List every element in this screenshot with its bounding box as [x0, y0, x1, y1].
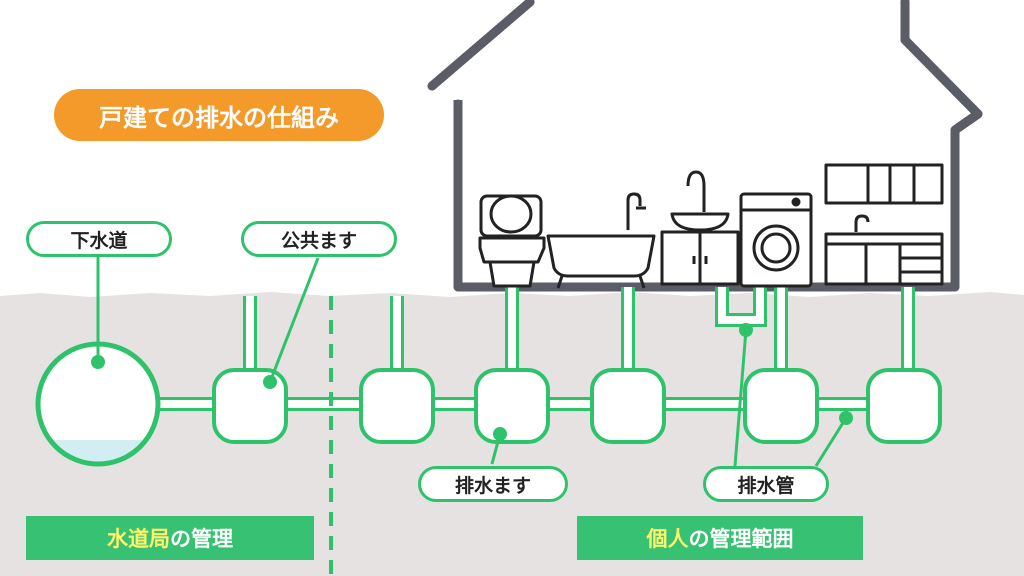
page-title: 戸建ての排水の仕組み	[54, 89, 384, 141]
basin	[590, 368, 666, 444]
house-roof-right	[900, 0, 983, 135]
basin	[474, 368, 550, 444]
band-individual-rest: の管理範囲	[688, 527, 794, 551]
house-roof-left	[427, 0, 535, 91]
house	[427, 0, 983, 292]
band-water-bureau-highlight: 水道局	[107, 527, 170, 551]
label-drain-pipe: 排水管	[703, 466, 829, 502]
basins	[212, 368, 942, 444]
band-individual: 個人の管理範囲	[577, 516, 863, 560]
band-water-bureau-rest: の管理	[170, 527, 233, 551]
bathtub-icon	[546, 192, 656, 289]
label-sewer: 下水道	[26, 221, 172, 257]
leader-lines	[91, 253, 853, 467]
toilet-icon	[478, 194, 546, 288]
washing-machine-icon	[739, 192, 813, 288]
basin	[866, 368, 942, 444]
house-interior	[458, 42, 955, 283]
label-drain-basin: 排水ます	[418, 466, 568, 502]
kitchen-icon	[824, 163, 944, 286]
basin	[743, 368, 819, 444]
house-wall	[453, 100, 960, 292]
band-water-bureau: 水道局の管理	[26, 516, 314, 560]
sink-icon	[660, 170, 740, 286]
basin	[359, 368, 435, 444]
band-individual-highlight: 個人	[646, 527, 689, 551]
label-public-basin: 公共ます	[241, 221, 397, 257]
